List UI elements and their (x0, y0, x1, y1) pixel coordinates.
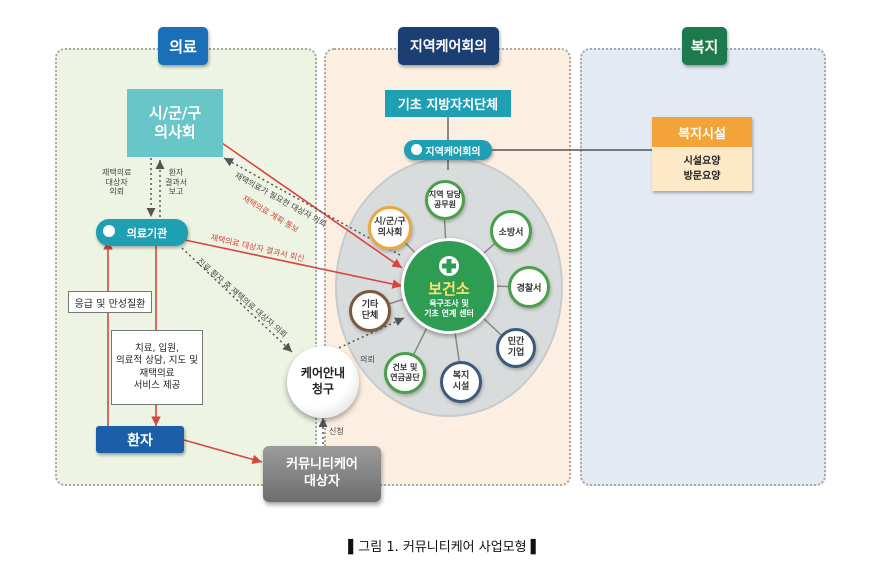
health-cross-icon (439, 256, 459, 277)
plan-notice-arrow (221, 142, 403, 269)
medical-header: 의료 (158, 27, 208, 65)
care-request-to-center-arrow (329, 317, 405, 353)
welfare-facility-card: 복지시설 시설요양 방문요양 (652, 117, 752, 191)
care-request-node: 케어안내 청구 (287, 346, 359, 418)
medical-association-box: 시/군/구 의사회 (127, 89, 223, 157)
node-association: 시/군/구 의사회 (368, 206, 412, 250)
patient-to-target-arrow (183, 439, 263, 465)
health-center-title: 보건소 (428, 280, 470, 299)
node-other-groups: 기타 단체 (349, 290, 391, 332)
refer-note: 의뢰 (360, 355, 375, 364)
node-fire-station: 소방서 (490, 210, 532, 252)
medical-institution-pill: 의료기관 (96, 219, 188, 246)
care-meeting-label: 지역케어회의 (425, 146, 481, 158)
node-official: 지역 담당 공무원 (425, 180, 465, 220)
homecare-referral-note: 재택의료 대상자 의뢰 (102, 168, 132, 197)
emergency-box: 응급 및 만성질환 (68, 291, 152, 313)
node-insurance: 건보 및 연금공단 (384, 352, 426, 394)
welfare-facility-items: 시설요양 방문요양 (652, 147, 752, 191)
health-center-subtitle: 욕구조사 및 기초 연계 센터 (424, 299, 474, 318)
medical-services-box: 치료, 입원, 의료적 상담, 지도 및 재택의료 서비스 제공 (111, 330, 203, 405)
pill-dot-icon (103, 225, 115, 237)
welfare-header: 복지 (682, 27, 727, 65)
medical-institution-label: 의료기관 (126, 226, 168, 240)
local-government-box: 기초 지방자치단체 (385, 90, 511, 117)
figure-caption: ▌그림 1. 커뮤니티케어 사업모형 ▌ (348, 540, 541, 555)
node-welfare-facility: 복지 시설 (440, 361, 482, 403)
care-meeting-pill: 지역케어회의 (404, 140, 492, 160)
apply-note: 신청 (329, 427, 344, 436)
patient-result-note: 환자 결과서 보고 (165, 168, 188, 197)
conference-header: 지역케어회의 (398, 27, 499, 65)
health-center-node: 보건소 욕구조사 및 기초 연계 센터 (401, 238, 497, 334)
node-police: 경찰서 (508, 266, 550, 308)
result-report-arrow (184, 239, 403, 289)
refer-after-care-arrow (181, 247, 293, 353)
community-care-target-box: 커뮤니티케어 대상자 (263, 446, 381, 502)
patient-box: 환자 (96, 426, 184, 453)
homecare-needed-arrow (223, 157, 401, 256)
welfare-facility-title: 복지시설 (652, 117, 752, 147)
pill-dot-icon (411, 144, 422, 155)
node-private-company: 민간 기업 (496, 328, 536, 368)
